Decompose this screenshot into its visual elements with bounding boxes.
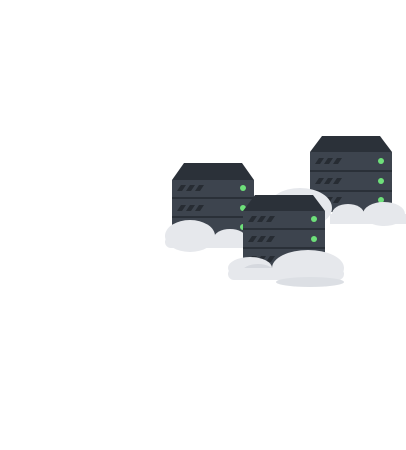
server-right-top <box>310 136 392 152</box>
cloud-icon <box>228 250 344 287</box>
status-led-icon <box>240 185 246 191</box>
status-led-icon <box>378 197 384 203</box>
server-middle-top <box>243 195 325 211</box>
cloud-icon <box>165 220 250 252</box>
status-led-icon <box>378 158 384 164</box>
status-led-icon <box>311 236 317 242</box>
status-led-icon <box>311 216 317 222</box>
status-led-icon <box>378 178 384 184</box>
cloud-icon <box>330 202 406 226</box>
server-left-top <box>172 163 254 180</box>
